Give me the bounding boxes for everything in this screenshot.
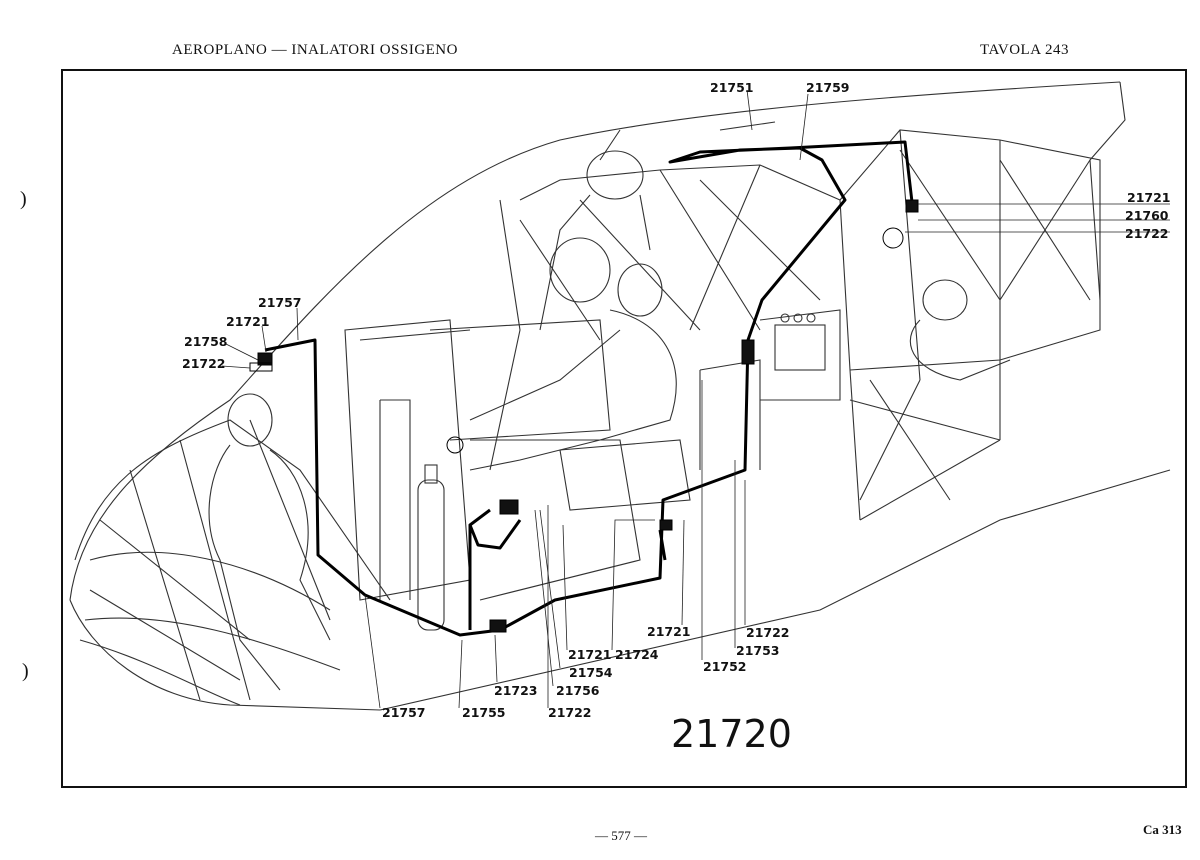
callout-label: 21756	[556, 683, 600, 698]
gunner-head	[227, 393, 273, 447]
callout-label: 21721	[1127, 190, 1171, 205]
callout-label: 21760	[1125, 208, 1169, 223]
plate-number: TAVOLA 243	[980, 42, 1069, 58]
callout-label: 21723	[494, 683, 538, 698]
callout-label: 21721	[568, 647, 612, 662]
radio-operator-head	[922, 279, 968, 321]
callout-label: 21753	[736, 643, 780, 658]
callout-label: 21759	[806, 80, 850, 95]
fitting-21721	[257, 352, 273, 366]
fuselage-outline	[69, 81, 1121, 601]
cockpit-frame	[489, 164, 851, 471]
document-code: Ca 313	[1143, 822, 1182, 837]
oxygen-line-main	[264, 140, 914, 637]
nose-glazing	[74, 419, 391, 601]
callout-label: 21751	[710, 80, 754, 95]
regulator-unit	[774, 324, 826, 371]
instrument-panel	[344, 319, 471, 601]
callout-label: 21724	[615, 647, 659, 662]
callout-label: 21758	[184, 334, 228, 349]
callout-label: 21757	[382, 705, 426, 720]
callout-label: 21721	[647, 624, 691, 639]
callout-label: 21752	[703, 659, 747, 674]
drawing-frame	[61, 69, 1187, 788]
callout-label: 21722	[548, 705, 592, 720]
page-number: — 577 —	[595, 828, 647, 843]
binding-hole-mark: )	[20, 188, 27, 210]
callout-label: 21757	[258, 295, 302, 310]
oxygen-bottle	[417, 479, 445, 631]
callout-label: 21722	[1125, 226, 1169, 241]
binding-hole-mark: )	[22, 660, 29, 682]
callout-label: 21721	[226, 314, 270, 329]
callout-label: 21722	[182, 356, 226, 371]
page-title: AEROPLANO — INALATORI OSSIGENO	[172, 42, 458, 58]
callout-label: 21755	[462, 705, 506, 720]
oxygen-line-branch	[468, 525, 667, 630]
pilot-head	[549, 237, 611, 303]
callout-label: 21754	[569, 665, 613, 680]
assembly-number: 21720	[671, 712, 792, 756]
callout-label: 21722	[746, 625, 790, 640]
